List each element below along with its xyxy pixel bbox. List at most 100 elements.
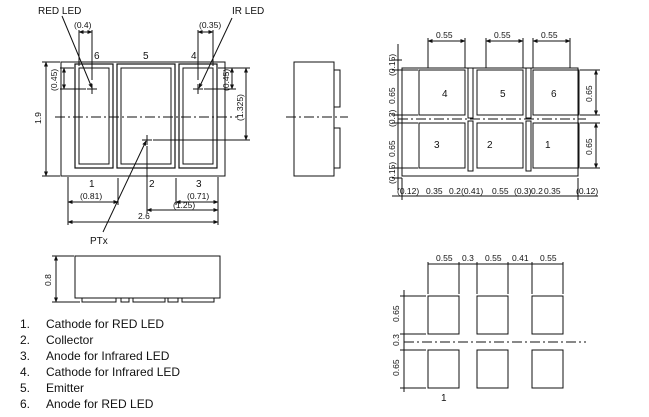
- side-body-bottom: [74, 255, 221, 299]
- pin-number: 3.: [20, 349, 31, 363]
- dim-label: 0.2: [449, 186, 461, 196]
- side-terminal: [167, 297, 179, 303]
- dim-label: 0.55: [436, 253, 453, 263]
- dim-label: 0.55: [540, 253, 557, 263]
- land-pad: [476, 295, 509, 335]
- pad-4-inner: [182, 67, 214, 165]
- dim-label: (0.12): [397, 186, 419, 196]
- dim-label: (0.3): [514, 186, 532, 196]
- ptx-label: PTx: [90, 236, 108, 247]
- footprint-text: 0.55 0.55 0.55 4 5 6 3 2 1 (0.15) 0.65 (…: [387, 30, 598, 196]
- side-terminal: [333, 69, 341, 108]
- ptx-leader: [102, 140, 147, 233]
- dim-label: 0.8: [43, 274, 53, 286]
- dim-label: 0.55: [541, 30, 558, 40]
- pin-description: Cathode for Infrared LED: [46, 365, 181, 379]
- dim-label: 0.65: [387, 140, 397, 157]
- top-view-text: RED LED IR LED PTx (0.4) (0.35) 6 5 4 1 …: [33, 6, 264, 247]
- pad-number: 1: [89, 179, 95, 190]
- pin-description: Emitter: [46, 381, 85, 395]
- dim-label: (0.12): [576, 186, 598, 196]
- pad-label: 4: [442, 89, 448, 100]
- land-pad: [531, 349, 564, 389]
- pad-5-inner: [120, 67, 172, 165]
- dim-label: 0.55: [485, 253, 502, 263]
- dim-label: 0.41: [512, 253, 529, 263]
- fp-slot: [525, 120, 532, 172]
- dim-label: 0.65: [584, 85, 594, 102]
- land-pattern-text: 0.55 0.3 0.55 0.41 0.55 0.65 0.3 0.65 1: [391, 253, 557, 404]
- pin-number: 5.: [20, 381, 31, 395]
- dim-label: (0.71): [187, 191, 209, 201]
- pin-description-item: 4. Cathode for Infrared LED: [20, 364, 180, 380]
- fp-pad-2: [476, 122, 524, 169]
- ir-led-leader: [198, 17, 233, 89]
- pad-label: 2: [487, 140, 493, 151]
- dim-label: (0.4): [74, 20, 92, 30]
- land-pad: [427, 349, 460, 389]
- pin-description-list: 1. Cathode for RED LED 2. Collector 3. Anod…: [20, 316, 180, 412]
- top-view: [42, 15, 250, 233]
- pin-number: 2.: [20, 333, 31, 347]
- fp-slot: [467, 67, 474, 119]
- fp-slot: [467, 120, 474, 172]
- pad-number: 5: [143, 51, 149, 62]
- land-pad: [531, 295, 564, 335]
- pad-6: [74, 63, 114, 169]
- dim-label: 0.55: [436, 30, 453, 40]
- dim-label: 0.2: [531, 186, 543, 196]
- dim-label: (1.25): [173, 200, 195, 210]
- fp-pad-5: [476, 69, 524, 116]
- pad-label: 5: [500, 89, 506, 100]
- pad-label: 1: [545, 140, 551, 151]
- dim-label: 0.55: [494, 30, 511, 40]
- pin-description-item: 1. Cathode for RED LED: [20, 316, 180, 332]
- ptx-crosshair: [142, 135, 152, 145]
- dim-label: (0.41): [461, 186, 483, 196]
- pad-6-inner: [78, 67, 110, 165]
- pad-label: 3: [434, 140, 440, 151]
- pin-description: Collector: [46, 333, 94, 347]
- pad-number: 2: [149, 179, 155, 190]
- pin-number: 4.: [20, 365, 31, 379]
- pin-description-item: 2. Collector: [20, 332, 180, 348]
- red-led-label: RED LED: [38, 6, 81, 17]
- side-view-bottom: [52, 255, 221, 303]
- pad-5: [116, 63, 176, 169]
- pin-description-item: 5. Emitter: [20, 380, 180, 396]
- footprint-view: [392, 38, 600, 200]
- pin-description: Cathode for RED LED: [46, 317, 165, 331]
- dim-label: 0.55: [492, 186, 509, 196]
- dim-label: (0.15): [387, 162, 397, 184]
- pin-description: Anode for RED LED: [46, 397, 154, 411]
- dim-label: (0.35): [199, 20, 221, 30]
- fp-pad-3: [418, 122, 466, 169]
- dim-label: 0.3: [391, 334, 401, 346]
- side-terminal: [333, 127, 341, 169]
- dim-label: 0.35: [544, 186, 561, 196]
- dim-label: 0.35: [426, 186, 443, 196]
- pin-description: Anode for Infrared LED: [46, 349, 170, 363]
- side-terminal: [181, 297, 215, 303]
- land-pad: [476, 349, 509, 389]
- side-terminal: [132, 297, 166, 303]
- red-led-leader: [61, 15, 93, 89]
- fp-pad-4: [418, 69, 466, 116]
- package-outline-top: [60, 61, 226, 177]
- pad-label: 6: [551, 89, 557, 100]
- ir-led-label: IR LED: [232, 6, 264, 17]
- dim-label: 0.65: [584, 138, 594, 155]
- land-pad: [427, 295, 460, 335]
- dim-label: (0.3): [387, 109, 397, 127]
- dim-label: 2.6: [138, 211, 150, 221]
- led-crosshair-ir: [193, 84, 203, 94]
- pin-number: 1.: [20, 317, 31, 331]
- led-crosshair-red: [87, 84, 97, 94]
- pad-number: 6: [94, 51, 100, 62]
- side-body: [293, 61, 335, 177]
- dim-label: (0.81): [80, 191, 102, 201]
- side-terminal: [120, 297, 130, 303]
- dim-label: (0.45): [221, 69, 231, 91]
- fp-slot: [525, 67, 532, 119]
